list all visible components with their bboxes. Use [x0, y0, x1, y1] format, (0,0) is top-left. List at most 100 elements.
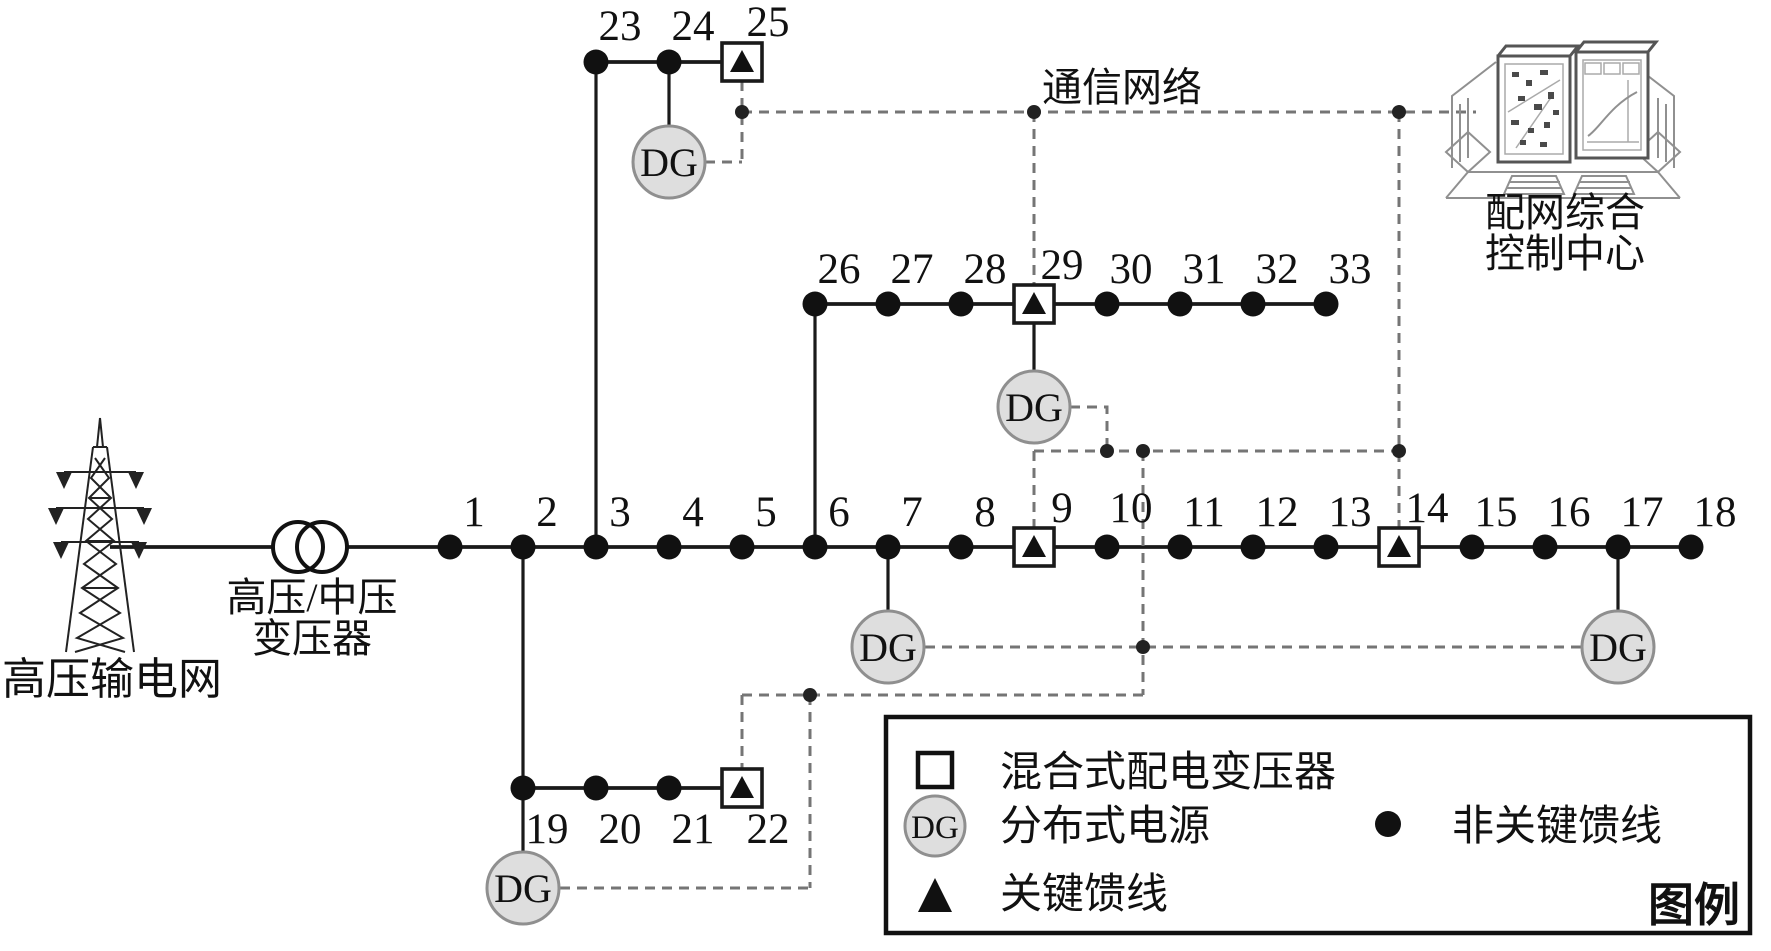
legend: 混合式配电变压器 DG 分布式电源 非关键馈线 关键馈线 图例	[883, 714, 1753, 936]
transformer-label-line1: 高压/中压	[226, 575, 397, 620]
communication-network	[560, 81, 1581, 890]
bus-18-label: 18	[1694, 489, 1737, 536]
bus-24-dot	[656, 49, 682, 75]
bus-26-label: 26	[818, 246, 861, 293]
bus-25-label: 25	[747, 0, 790, 46]
control-center-label-line2: 控制中心	[1485, 231, 1645, 276]
bus-9-hybrid-transformer	[1012, 526, 1056, 568]
bus-18-dot	[1678, 534, 1704, 560]
legend-noncritical-label: 非关键馈线	[1452, 804, 1662, 850]
dg-unit-29: DG	[996, 369, 1072, 445]
bus-17-dot	[1605, 534, 1631, 560]
legend-critical-label: 关键馈线	[1000, 872, 1168, 918]
bus-3-dot	[583, 534, 609, 560]
bus-5-label: 5	[755, 489, 777, 536]
bus-20-dot	[583, 775, 609, 801]
main-feeder-buses	[437, 526, 1704, 568]
bus-33-dot	[1313, 291, 1339, 317]
bus-31-dot	[1167, 291, 1193, 317]
bus-6-dot	[802, 534, 828, 560]
bus-26-dot	[802, 291, 828, 317]
legend-hybrid-transformer-label: 混合式配电变压器	[1000, 749, 1336, 796]
bus-32-dot	[1240, 291, 1266, 317]
bus-20-label: 20	[599, 806, 642, 853]
bus-8-label: 8	[974, 489, 996, 536]
bus-24-label: 24	[672, 3, 715, 50]
comm-junction-dot	[1027, 105, 1041, 119]
branch-26-33-buses	[802, 283, 1339, 325]
dg-label: DG	[640, 140, 698, 185]
bus-14-label: 14	[1406, 485, 1449, 532]
branch-23-25-buses	[583, 41, 764, 83]
bus-8-dot	[948, 534, 974, 560]
legend-dot-icon	[1375, 811, 1401, 837]
bus-27-label: 27	[891, 246, 934, 293]
comm-junction-dot	[1392, 105, 1406, 119]
hv-grid-label: 高压输电网	[2, 655, 222, 704]
bus-23-label: 23	[599, 3, 642, 50]
legend-triangle-icon	[918, 878, 952, 912]
dg-label: DG	[1589, 625, 1647, 670]
dg-label: DG	[1005, 385, 1063, 430]
bus-30-dot	[1094, 291, 1120, 317]
branch-19-22-buses	[510, 767, 764, 809]
bus-7-label: 7	[901, 489, 923, 536]
dg-unit-7: DG	[850, 609, 926, 685]
bus-14-hybrid-transformer	[1377, 526, 1421, 568]
bus-10-label: 10	[1110, 485, 1153, 532]
bus-28-label: 28	[964, 246, 1007, 293]
bus-16-dot	[1532, 534, 1558, 560]
bus-11-label: 11	[1183, 489, 1224, 536]
legend-box	[883, 714, 1753, 936]
bus-9-label: 9	[1051, 485, 1073, 532]
bus-15-dot	[1459, 534, 1485, 560]
bus-11-dot	[1167, 534, 1193, 560]
bus-29-label: 29	[1041, 242, 1084, 289]
dg-label: DG	[859, 625, 917, 670]
comm-junction-dot	[803, 688, 817, 702]
bus-22-hybrid-transformer	[720, 767, 764, 809]
dg-unit-24: DG	[631, 124, 707, 200]
comm-junction-dot	[1136, 444, 1150, 458]
dg-label: DG	[494, 866, 552, 911]
bus-21-dot	[656, 775, 682, 801]
dg-unit-17: DG	[1580, 609, 1656, 685]
transformer-label-line2: 变压器	[252, 616, 372, 661]
bus-19-dot	[510, 775, 536, 801]
control-center-label-line1: 配网综合	[1485, 190, 1645, 235]
bus-2-dot	[510, 534, 536, 560]
hv-mv-transformer-symbol	[271, 520, 349, 574]
legend-square-icon	[915, 750, 955, 790]
bus-4-dot	[656, 534, 682, 560]
bus-13-dot	[1313, 534, 1339, 560]
bus-13-label: 13	[1329, 489, 1372, 536]
bus-31-label: 31	[1183, 246, 1226, 293]
comm-junction-dot	[1136, 640, 1150, 654]
bus-12-label: 12	[1256, 489, 1299, 536]
legend-dg-icon: DG	[903, 794, 967, 858]
bus-10-dot	[1094, 534, 1120, 560]
bus-5-dot	[729, 534, 755, 560]
bus-28-dot	[948, 291, 974, 317]
dg-unit-19: DG	[485, 850, 561, 926]
bus-15-label: 15	[1475, 489, 1518, 536]
dg-label: DG	[911, 810, 959, 846]
bus-4-label: 4	[682, 489, 704, 536]
bus-29-hybrid-transformer	[1012, 283, 1056, 325]
bus-23-dot	[583, 49, 609, 75]
comm-link-dg29	[1070, 405, 1109, 451]
bus-22-label: 22	[747, 806, 790, 853]
bus-3-label: 3	[609, 489, 631, 536]
bus-number-labels: 1 2 3 4 5 6 7 8 9 10 11 12 13 14 15 16 1…	[463, 0, 1736, 853]
bus-32-label: 32	[1256, 246, 1299, 293]
bus-27-dot	[875, 291, 901, 317]
bus-17-label: 17	[1621, 489, 1664, 536]
comm-junction-dot	[1100, 444, 1114, 458]
bus-1-label: 1	[463, 489, 485, 536]
bus-6-label: 6	[828, 489, 850, 536]
bus-2-label: 2	[536, 489, 558, 536]
bus-12-dot	[1240, 534, 1266, 560]
bus-16-label: 16	[1548, 489, 1591, 536]
